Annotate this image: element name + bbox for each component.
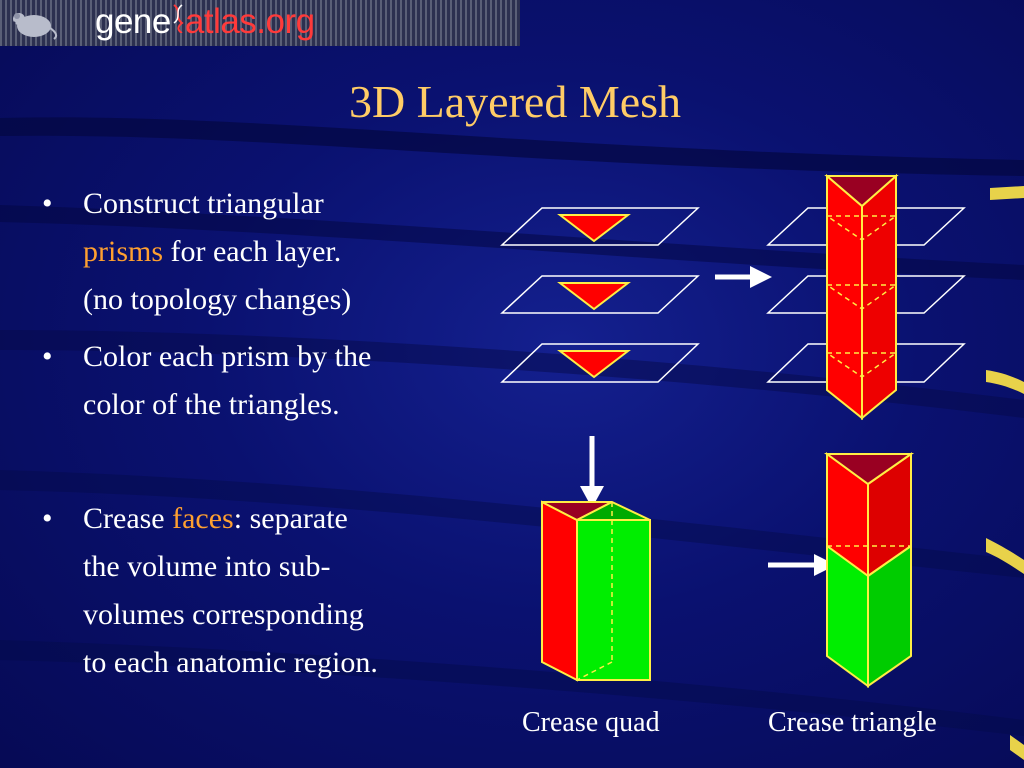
dna-helix-icon [171, 2, 185, 42]
layer-triangle [557, 214, 631, 243]
bullet-line: (no topology changes) [83, 283, 352, 316]
bullet-text-pre: Construct triangular [83, 187, 324, 220]
bullet-text-post: : separate [233, 502, 348, 535]
slide-title: 3D Layered Mesh [348, 76, 682, 127]
bullet-line: to each anatomic region. [83, 646, 378, 679]
edge-dash-3 [986, 538, 1024, 574]
arrow-right-bottom [768, 554, 836, 576]
bullet-marker: • [42, 187, 53, 220]
caption-crease-triangle: Crease triangle [768, 707, 937, 738]
mouse-icon [12, 13, 58, 40]
layer-planes-right [766, 207, 966, 383]
arrow-down [580, 436, 604, 508]
bullet-text: Color each prism by the color of the tri… [83, 333, 483, 429]
bullet-line: volumes corresponding [83, 598, 364, 631]
caption-crease-quad: Crease quad [522, 707, 660, 738]
layer-triangle [557, 350, 631, 379]
swoosh-3 [0, 330, 1024, 418]
bullet-text-pre: Crease [83, 502, 173, 535]
highlight-faces: faces [172, 502, 234, 535]
layer-plane [766, 207, 966, 246]
edge-dash-2 [986, 370, 1024, 394]
highlight-prisms: prisms [83, 235, 164, 268]
bullet-line: color of the triangles. [83, 388, 340, 421]
prism-face-right [576, 519, 651, 681]
logo-gene: gene [95, 2, 171, 41]
hidden-edges [576, 502, 613, 681]
crease-quad-prism [541, 500, 651, 682]
swoosh-5 [0, 640, 1024, 736]
crease-triangle-prism [823, 452, 915, 688]
bullet-line: Crease faces: separate [83, 495, 483, 543]
layer-triangle [557, 282, 631, 311]
arrow-right-top [715, 266, 772, 288]
swoosh-2 [0, 205, 1024, 280]
bullet-marker: • [42, 502, 53, 535]
logo-atlas: atlas.org [184, 2, 315, 41]
bullet-text: Crease faces: separate the volume into s… [83, 495, 483, 687]
layer-plane [766, 275, 966, 314]
prism-face-left [541, 500, 578, 682]
layer-plane [766, 343, 966, 383]
stacked-prism [824, 173, 899, 421]
layer-plane [500, 207, 700, 246]
bullet-line: Construct triangular [83, 180, 483, 228]
prism-top [824, 175, 899, 208]
bullet-text-post: for each layer. [163, 235, 342, 268]
layer-planes-left [500, 207, 700, 383]
swoosh-1 [0, 117, 1024, 176]
edge-dash-1 [990, 186, 1024, 200]
prism-face-right-green [867, 544, 912, 688]
prism-top-green [576, 500, 651, 521]
prism-face-left [826, 173, 863, 421]
swoosh-4 [0, 470, 1024, 578]
bullet-marker: • [42, 340, 53, 373]
layer-plane [500, 275, 700, 314]
edge-dash-4 [1010, 735, 1024, 760]
bullet-line: Color each prism by the [83, 340, 372, 373]
prism-top [823, 453, 915, 486]
bullet-line: prisms for each layer. [83, 228, 483, 276]
logo-text: gene atlas.org [95, 2, 315, 42]
bullet-line: the volume into sub- [83, 550, 331, 583]
layer-plane [500, 343, 700, 383]
logo-bar: gene atlas.org [0, 0, 520, 46]
prism-face-right [861, 173, 897, 421]
bullet-text: Construct triangular prisms for each lay… [83, 180, 483, 324]
